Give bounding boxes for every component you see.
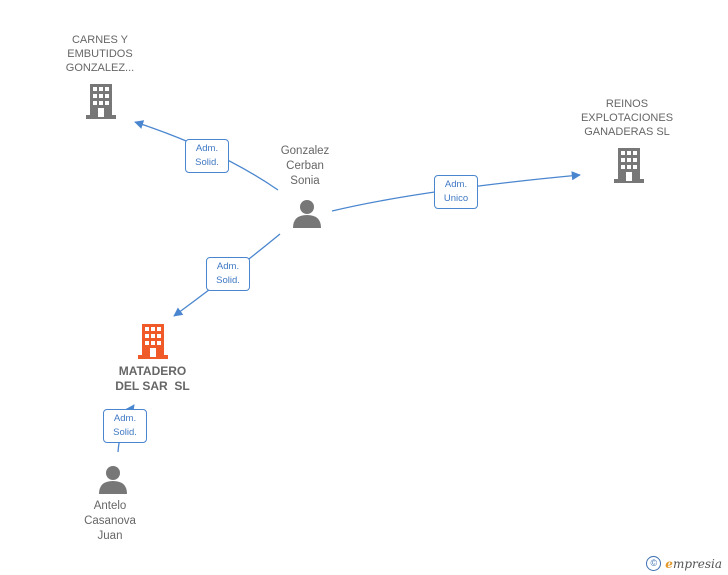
brand-logo: empresia — [665, 557, 722, 571]
company-label-reinos[interactable]: REINOS EXPLOTACIONES GANADERAS SL — [580, 98, 674, 138]
badge-line2: Solid. — [216, 275, 240, 286]
company-node-carnes[interactable] — [84, 84, 118, 120]
person-label-antelo[interactable]: Antelo Casanova Juan — [84, 500, 136, 542]
person-icon — [99, 466, 127, 494]
company-label-carnes[interactable]: CARNES Y EMBUTIDOS GONZALEZ... — [65, 34, 135, 74]
badge-line2: Solid. — [113, 427, 137, 438]
company-node-reinos[interactable] — [612, 148, 646, 184]
company-label-matadero[interactable]: MATADERO DEL SAR SL — [115, 364, 190, 393]
footer-brand: © empresia — [646, 556, 722, 571]
badge-line1: Adm. — [444, 179, 468, 190]
edge-badge-gonzalez-carnes[interactable]: Adm. Solid. — [185, 139, 229, 173]
person-icon — [293, 200, 321, 228]
company-node-matadero[interactable] — [136, 324, 170, 360]
edge-badge-gonzalez-reinos[interactable]: Adm. Unico — [434, 175, 478, 209]
person-node-antelo[interactable] — [98, 464, 128, 494]
badge-line1: Adm. — [216, 261, 240, 272]
badge-line1: Adm. — [195, 143, 219, 154]
person-node-gonzalez[interactable] — [292, 198, 322, 228]
edge-badge-gonzalez-matadero[interactable]: Adm. Solid. — [206, 257, 250, 291]
building-icon — [86, 84, 116, 119]
copyright-icon: © — [646, 556, 662, 571]
edge-badge-antelo-matadero[interactable]: Adm. Solid. — [103, 409, 147, 443]
building-icon — [138, 324, 168, 359]
badge-line1: Adm. — [113, 413, 137, 424]
brand-rest: mpresia — [672, 556, 722, 571]
building-icon — [614, 148, 644, 183]
badge-line2: Solid. — [195, 157, 219, 168]
person-label-gonzalez[interactable]: Gonzalez Cerban Sonia — [280, 145, 330, 187]
badge-line2: Unico — [443, 193, 469, 204]
brand-initial: e — [665, 556, 673, 571]
